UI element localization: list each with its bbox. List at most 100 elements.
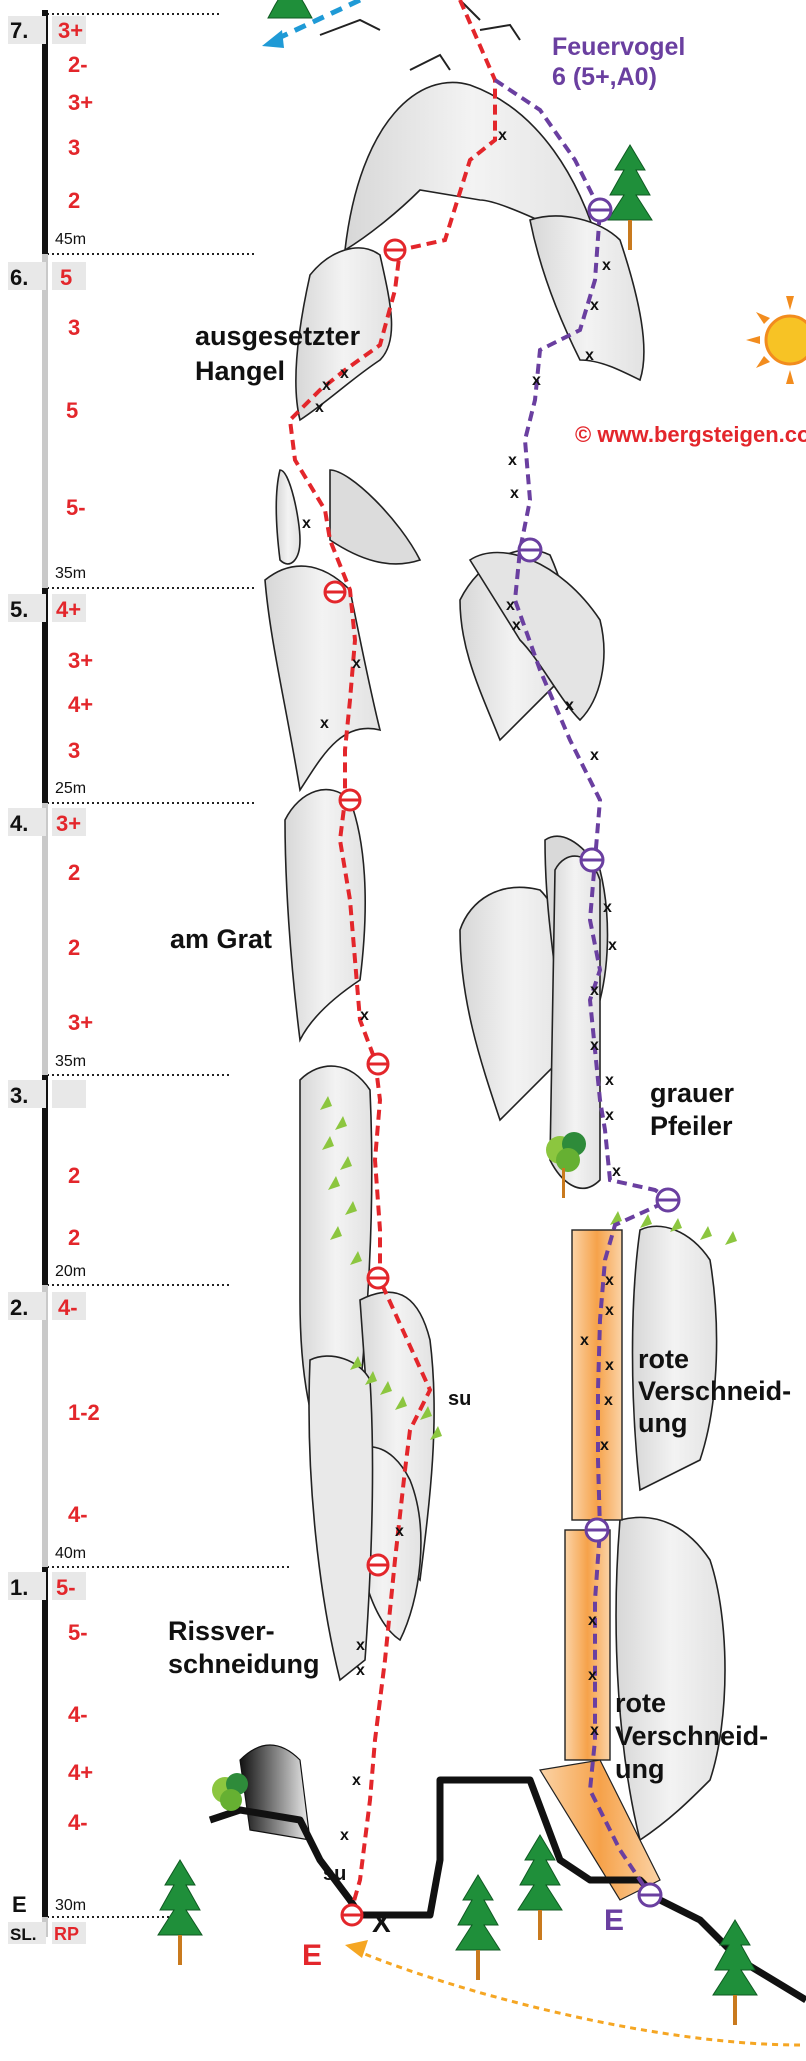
grade-label: 5-	[66, 495, 86, 520]
svg-text:x: x	[603, 899, 612, 916]
grade-label: 4-	[68, 1810, 88, 1835]
svg-text:x: x	[395, 1523, 404, 1540]
grade-label: 4+	[56, 597, 81, 622]
annotation-hangel: ausgesetzter	[195, 321, 361, 351]
svg-text:x: x	[360, 1007, 369, 1024]
grade-label: 4-	[58, 1295, 78, 1320]
svg-text:x: x	[356, 1662, 365, 1679]
svg-text:x: x	[612, 1163, 621, 1180]
svg-text:x: x	[590, 1722, 599, 1739]
sun-icon	[746, 296, 806, 384]
pitch-scale-bar	[42, 10, 48, 1937]
pitch-length: 30m	[55, 1897, 86, 1914]
tree	[268, 0, 312, 18]
grade-label: 4-	[68, 1502, 88, 1527]
pitch-number: 7.	[10, 18, 28, 43]
svg-text:x: x	[352, 1772, 361, 1789]
route-grade: 6 (5+,A0)	[552, 63, 657, 91]
grade-label: 3	[68, 135, 80, 160]
grade-label: 3+	[56, 811, 81, 836]
svg-text:x: x	[600, 1437, 609, 1454]
grade-label: 3+	[68, 90, 93, 115]
svg-text:x: x	[510, 485, 519, 502]
bush	[212, 1773, 248, 1811]
svg-text:x: x	[512, 617, 521, 634]
annotation-rote-verschneidung-upper: ung	[638, 1408, 687, 1438]
pitch-length: 40m	[55, 1545, 86, 1562]
rote-verschneidung-lower-band	[565, 1530, 610, 1760]
svg-text:x: x	[608, 937, 617, 954]
pitch-length: 20m	[55, 1263, 86, 1280]
svg-text:x: x	[604, 1392, 613, 1409]
annotation-start-x: X	[372, 1907, 391, 1938]
grade-label: 4+	[68, 1760, 93, 1785]
annotation-rissverschneidung: schneidung	[168, 1649, 320, 1679]
svg-text:x: x	[605, 1072, 614, 1089]
descent-arrow-head	[262, 30, 284, 48]
grade-label: 5	[60, 265, 72, 290]
svg-text:x: x	[320, 715, 329, 732]
svg-text:x: x	[590, 747, 599, 764]
grade-label: 2	[68, 1163, 80, 1188]
svg-text:x: x	[590, 297, 599, 314]
grade-label: 4-	[68, 1702, 88, 1727]
pitch-length: 25m	[55, 780, 86, 797]
annotation-su: su	[448, 1388, 471, 1410]
grade-label: 4+	[68, 692, 93, 717]
pitch-number: 1.	[10, 1575, 28, 1600]
annotation-rote-verschneidung-lower: rote	[615, 1688, 666, 1718]
start-sl-label: SL.	[10, 1925, 36, 1944]
grade-label: 5-	[56, 1575, 76, 1600]
grade-label: 2-	[68, 52, 88, 77]
pitch-number: 4.	[10, 811, 28, 836]
start-rp-label: RP	[54, 1924, 79, 1944]
pitch-number: 6.	[10, 265, 28, 290]
svg-text:x: x	[340, 365, 349, 382]
svg-text:x: x	[605, 1357, 614, 1374]
pitch-length: 45m	[55, 231, 86, 248]
svg-text:x: x	[315, 399, 324, 416]
annotation-rissverschneidung: Rissver-	[168, 1616, 275, 1646]
svg-text:x: x	[605, 1302, 614, 1319]
svg-text:x: x	[588, 1612, 597, 1629]
annotation-hangel: Hangel	[195, 356, 285, 386]
grade-label: 3+	[68, 1010, 93, 1035]
annotation-grauer-pfeiler: grauer	[650, 1078, 735, 1108]
grade-label: 3	[68, 315, 80, 340]
svg-text:x: x	[590, 982, 599, 999]
svg-text:x: x	[506, 597, 515, 614]
svg-text:x: x	[322, 377, 331, 394]
svg-text:x: x	[498, 127, 507, 144]
svg-text:x: x	[508, 452, 517, 469]
pitch-length: 35m	[55, 565, 86, 582]
annotation-grat: am Grat	[170, 924, 272, 954]
route-name: Feuervogel	[552, 33, 685, 61]
summit-rock-lines	[320, 0, 520, 70]
svg-text:x: x	[565, 697, 574, 714]
grade-label: 3	[68, 738, 80, 763]
svg-text:x: x	[585, 347, 594, 364]
svg-text:x: x	[590, 1037, 599, 1054]
grade-label: 2	[68, 860, 80, 885]
tree	[456, 1875, 500, 1980]
copyright-text: © www.bergsteigen.com	[575, 422, 806, 447]
svg-text:x: x	[580, 1332, 589, 1349]
annotation-grauer-pfeiler: Pfeiler	[650, 1111, 733, 1141]
pitch-number: 3.	[10, 1083, 28, 1108]
annotation-rote-verschneidung-lower: ung	[615, 1754, 664, 1784]
approach-arrow-head	[345, 1940, 368, 1958]
grade-label: 3+	[68, 648, 93, 673]
pitch-number: 2.	[10, 1295, 28, 1320]
svg-text:x: x	[588, 1667, 597, 1684]
tree	[158, 1860, 202, 1965]
grade-label: 2	[68, 1225, 80, 1250]
grade-label: 1-2	[68, 1400, 100, 1425]
annotation-rote-verschneidung-upper: Verschneid-	[638, 1376, 791, 1406]
grade-label: 2	[68, 188, 80, 213]
svg-text:x: x	[605, 1107, 614, 1124]
svg-text:x: x	[352, 655, 361, 672]
svg-text:x: x	[602, 257, 611, 274]
grade-label: 2	[68, 935, 80, 960]
pitch-length: 35m	[55, 1053, 86, 1070]
